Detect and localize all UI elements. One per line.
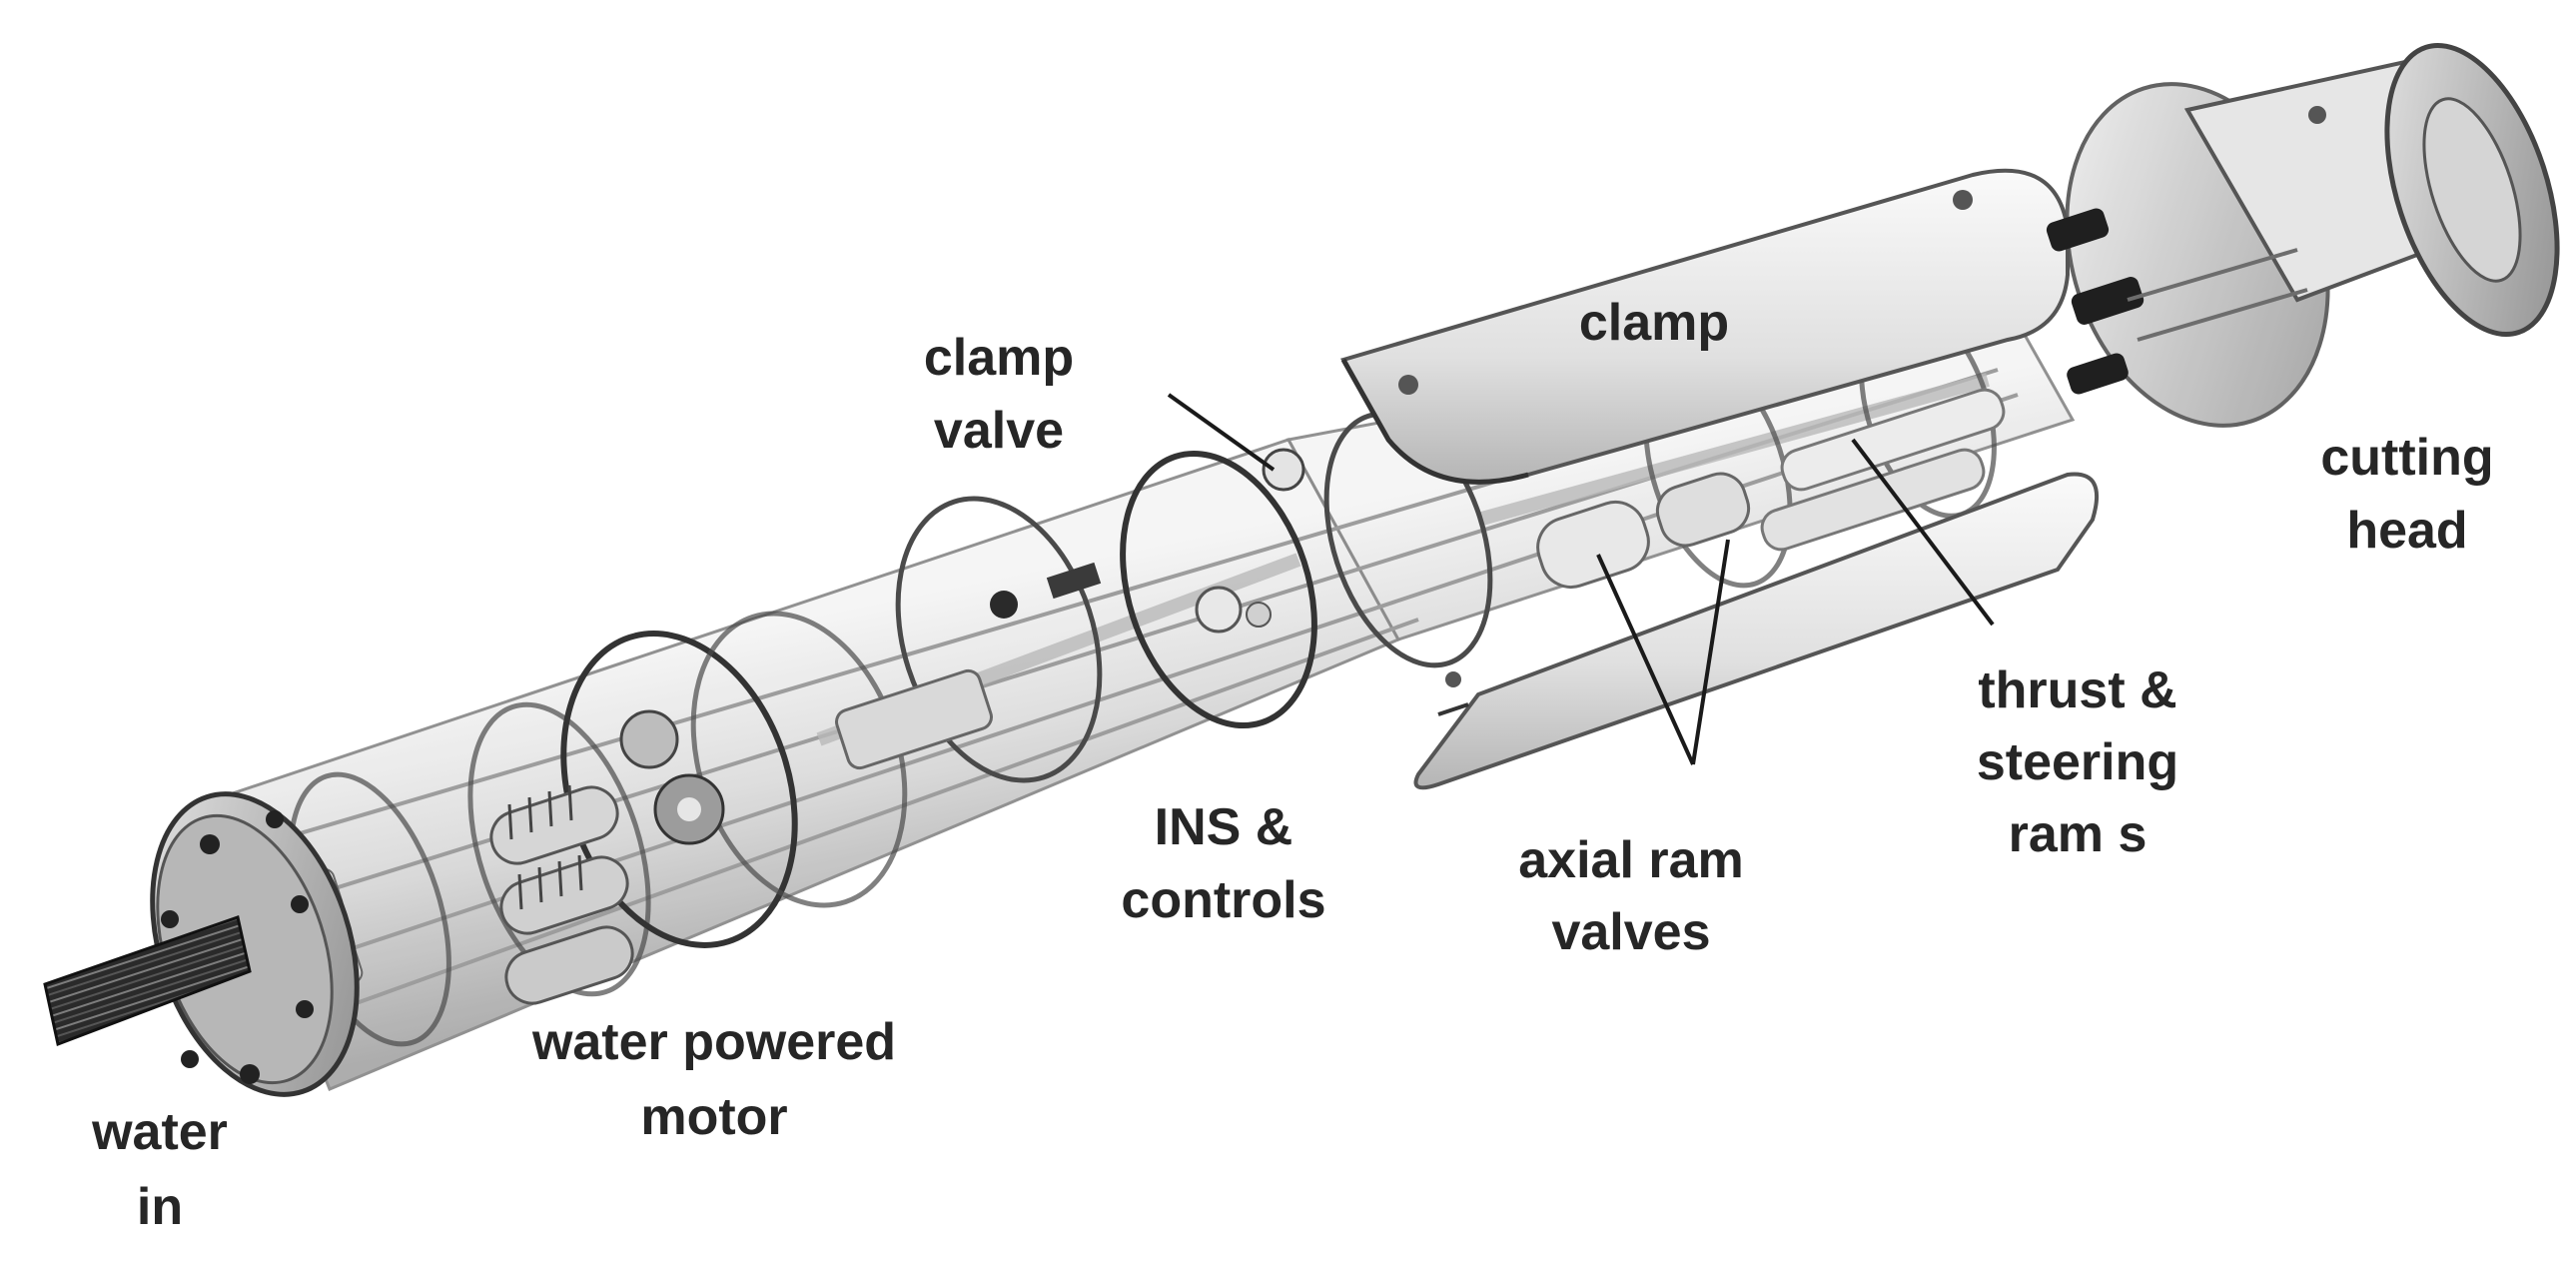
ins-internals [835, 448, 1305, 770]
clamp-lower-plate [1413, 472, 2099, 790]
label-clamp-valve-line2: valve [934, 402, 1064, 460]
label-thrust-steering-line2: steering [1977, 733, 2178, 791]
labels: clamp clamp valve cutting head thrust & … [91, 294, 2494, 1236]
leader-lines [1167, 393, 1995, 765]
flange-bolts [161, 810, 314, 1084]
label-clamp-valve-line1: clamp [924, 329, 1074, 387]
label-water-motor-line2: motor [640, 1088, 787, 1146]
label-clamp: clamp [1579, 294, 1729, 352]
label-water-motor-line1: water powered [531, 1013, 896, 1071]
label-ins-controls-line2: controls [1121, 871, 1325, 929]
leader-axial-ram-1 [1596, 554, 1695, 765]
label-cutting-head-line2: head [2346, 502, 2467, 560]
label-cutting-head-line1: cutting [2320, 429, 2493, 487]
tube-body [213, 303, 2076, 1091]
label-thrust-steering-line1: thrust & [1978, 661, 2176, 719]
label-axial-ram-valves-line2: valves [1551, 903, 1710, 961]
clamp-upper-plate [1340, 168, 2070, 485]
label-ins-controls-line1: INS & [1155, 798, 1293, 856]
label-water-in-line1: water [91, 1103, 228, 1161]
cutting-head [2046, 42, 2560, 428]
label-thrust-steering-line3: ram s [2009, 805, 2147, 863]
water-hose [43, 915, 252, 1047]
leader-axial-ram-2 [1691, 539, 1730, 765]
leader-thrust-steering [1851, 438, 1995, 627]
ram-internals [1536, 388, 2006, 589]
label-axial-ram-valves-line1: axial ram [1518, 831, 1744, 889]
label-water-in-line2: in [137, 1178, 183, 1236]
leader-clamp-valve [1167, 393, 1276, 472]
